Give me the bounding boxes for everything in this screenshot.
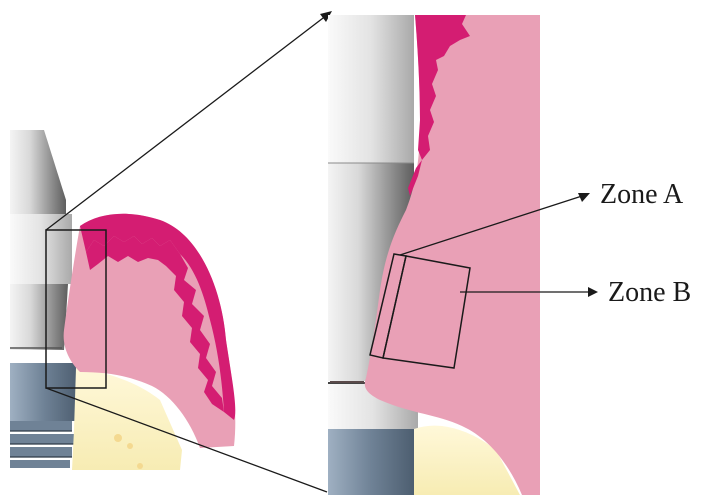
zone-b-label: Zone B [608,279,691,307]
zone-a-label: Zone A [600,181,683,209]
implant-collar [10,363,78,421]
detail-implant-collar [328,429,414,495]
abutment-lower [10,284,68,350]
abutment-neck [10,214,72,284]
detail-abutment-upper [328,15,414,163]
left-overview [10,130,235,470]
magnified-detail [328,15,540,495]
abutment-upper [10,130,66,214]
